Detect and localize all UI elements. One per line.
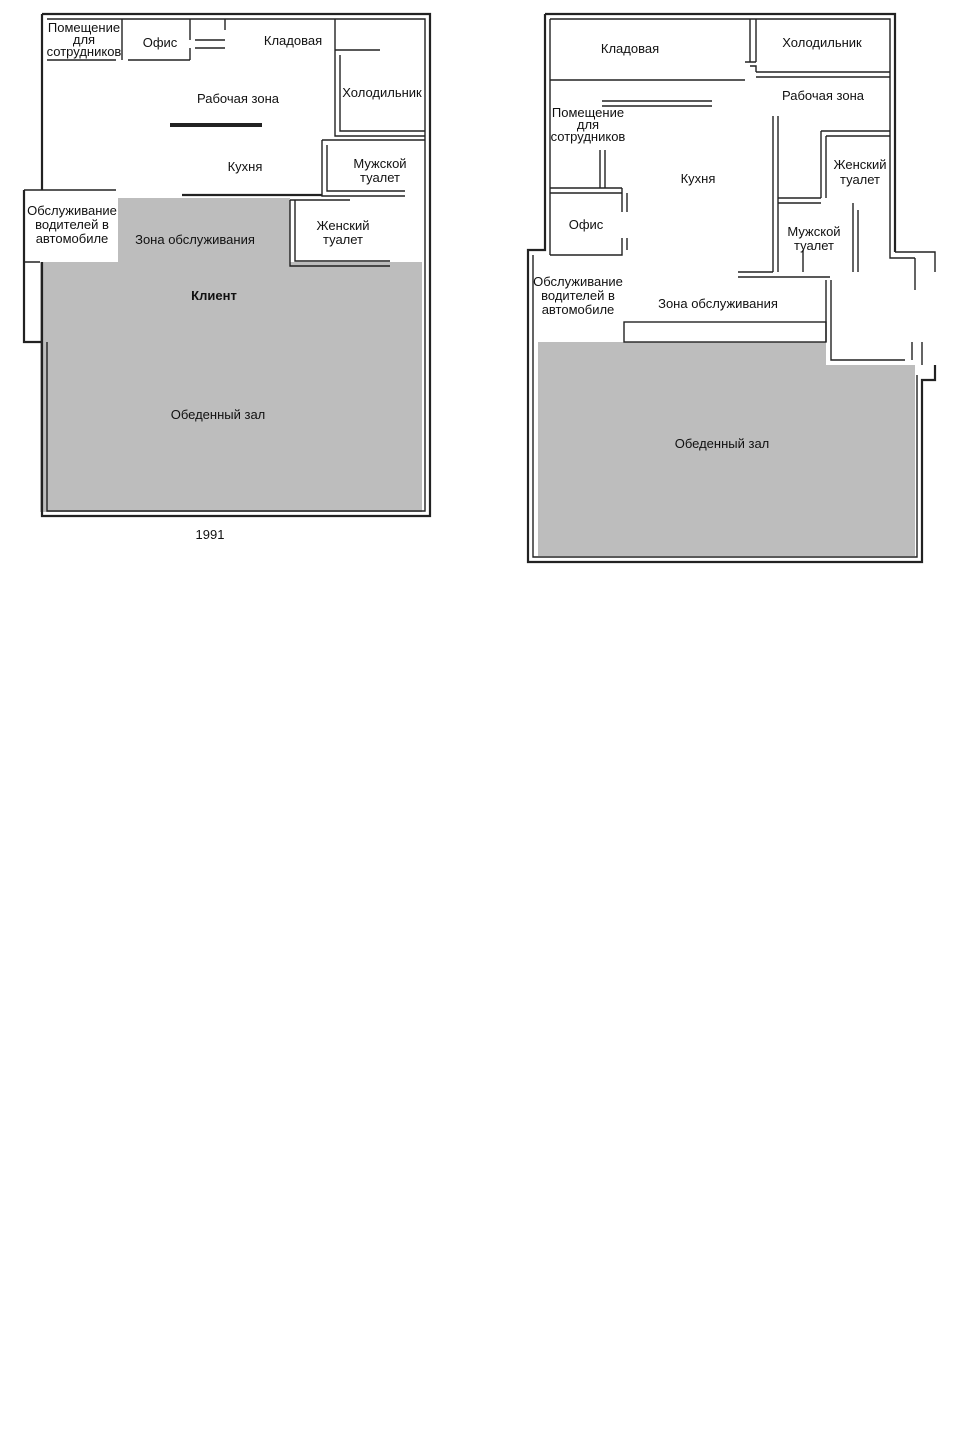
label-staff-room-3: сотрудников	[551, 129, 626, 144]
outer-wall-left	[22, 14, 44, 344]
label-office: Офис	[143, 35, 178, 50]
label-drive-thru-1: Обслуживание	[27, 203, 117, 218]
label-drive-thru-3: автомобиле	[542, 302, 615, 317]
label-staff-room-1: Помещение	[552, 105, 624, 120]
labels-1993: Кладовая Холодильник Рабочая зона Помеще…	[533, 35, 886, 451]
label-service-area: Зона обслуживания	[658, 296, 778, 311]
kitchen-walls	[738, 116, 830, 278]
service-counter	[623, 321, 827, 343]
labels-1991: Помещение для сотрудников Офис Кладовая …	[27, 20, 422, 542]
label-womens-toilet-2: туалет	[323, 232, 363, 247]
label-kitchen: Кухня	[228, 159, 263, 174]
label-womens-toilet-2: туалет	[840, 172, 880, 187]
label-service-area: Зона обслуживания	[135, 232, 255, 247]
label-mens-toilet-2: туалет	[360, 170, 400, 185]
label-mens-toilet-1: Мужской	[787, 224, 840, 239]
label-dining-hall: Обеденный зал	[171, 407, 266, 422]
label-drive-thru-3: автомобиле	[36, 231, 109, 246]
fridge-walls	[334, 50, 425, 137]
outer-wall-inner	[532, 18, 918, 558]
label-work-area: Рабочая зона	[197, 91, 280, 106]
label-year-1991: 1991	[196, 527, 225, 542]
shaded-customer-area	[40, 198, 422, 512]
label-staff-room-2: для	[577, 117, 599, 132]
plan-1993: Кладовая Холодильник Рабочая зона Помеще…	[526, 12, 937, 564]
office-walls	[550, 238, 628, 256]
label-staff-room-2: для	[73, 32, 95, 47]
label-fridge: Холодильник	[782, 35, 862, 50]
womens-toilet-walls	[778, 130, 890, 204]
staff-room-walls	[550, 150, 628, 212]
floor-plans: Помещение для сотрудников Офис Кладовая …	[22, 12, 937, 564]
storage-walls	[550, 19, 890, 81]
mens-toilet-walls	[802, 203, 859, 272]
outer-wall	[526, 12, 937, 564]
storage-walls	[195, 19, 380, 51]
right-annex	[889, 251, 936, 365]
plan-1991: Помещение для сотрудников Офис Кладовая …	[22, 12, 432, 542]
label-work-area: Рабочая зона	[782, 88, 865, 103]
outer-wall	[40, 12, 432, 518]
label-drive-thru-2: водителей в	[35, 217, 109, 232]
label-womens-toilet-1: Женский	[317, 218, 370, 233]
label-storage: Кладовая	[264, 33, 322, 48]
label-kitchen: Кухня	[681, 171, 716, 186]
womens-toilet-walls	[289, 199, 390, 267]
service-side-walls	[825, 280, 913, 361]
work-bench	[602, 100, 712, 107]
label-drive-thru-2: водителей в	[541, 288, 615, 303]
label-staff-room-1: Помещение	[48, 20, 120, 35]
label-customer: Клиент	[191, 288, 237, 303]
shaded-dining-area	[538, 342, 915, 556]
label-office: Офис	[569, 217, 604, 232]
label-drive-thru-1: Обслуживание	[533, 274, 623, 289]
work-bench	[170, 123, 262, 127]
label-mens-toilet-2: туалет	[794, 238, 834, 253]
label-staff-room-3: сотрудников	[47, 44, 122, 59]
outer-wall-inner	[46, 18, 426, 512]
staff-room-walls	[47, 19, 191, 61]
label-fridge: Холодильник	[342, 85, 422, 100]
label-storage: Кладовая	[601, 41, 659, 56]
label-mens-toilet-1: Мужской	[353, 156, 406, 171]
drive-thru-walls	[24, 189, 116, 263]
label-dining-hall: Обеденный зал	[675, 436, 770, 451]
label-womens-toilet-1: Женский	[834, 157, 887, 172]
